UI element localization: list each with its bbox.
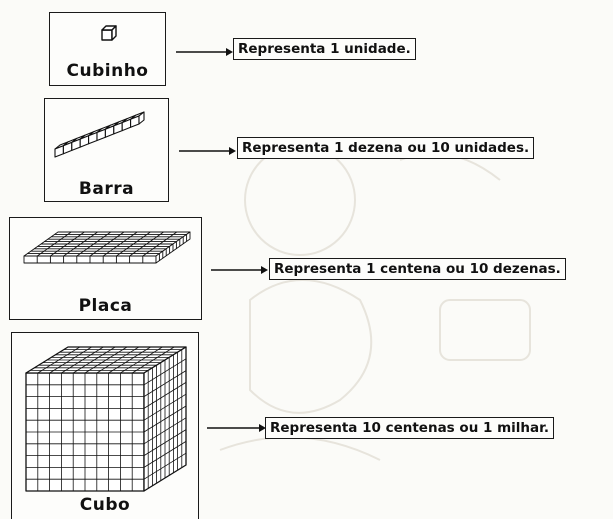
cubo-card: Cubo bbox=[11, 332, 199, 519]
arrow-1-icon bbox=[176, 48, 233, 56]
placa-description: Representa 1 centena ou 10 dezenas. bbox=[269, 258, 566, 280]
thousand-cube-icon bbox=[25, 346, 187, 492]
placa-card: Placa bbox=[9, 217, 202, 320]
ten-rod-icon bbox=[54, 111, 145, 158]
cubo-description: Representa 10 centenas ou 1 milhar. bbox=[265, 417, 554, 439]
barra-card: Barra bbox=[44, 98, 169, 202]
placa-name: Placa bbox=[78, 296, 133, 316]
arrow-4-icon bbox=[207, 424, 266, 432]
cubinho-card: Cubinho bbox=[49, 12, 166, 86]
cubinho-description: Representa 1 unidade. bbox=[233, 38, 416, 60]
barra-description: Representa 1 dezena ou 10 unidades. bbox=[237, 137, 535, 159]
arrow-2-icon bbox=[179, 147, 236, 155]
hundred-flat-icon bbox=[23, 231, 191, 264]
cubinho-name: Cubinho bbox=[66, 61, 149, 81]
arrow-3-icon bbox=[211, 266, 268, 274]
barra-name: Barra bbox=[78, 179, 135, 199]
unit-cube-icon bbox=[101, 25, 117, 41]
cubo-name: Cubo bbox=[79, 495, 131, 515]
